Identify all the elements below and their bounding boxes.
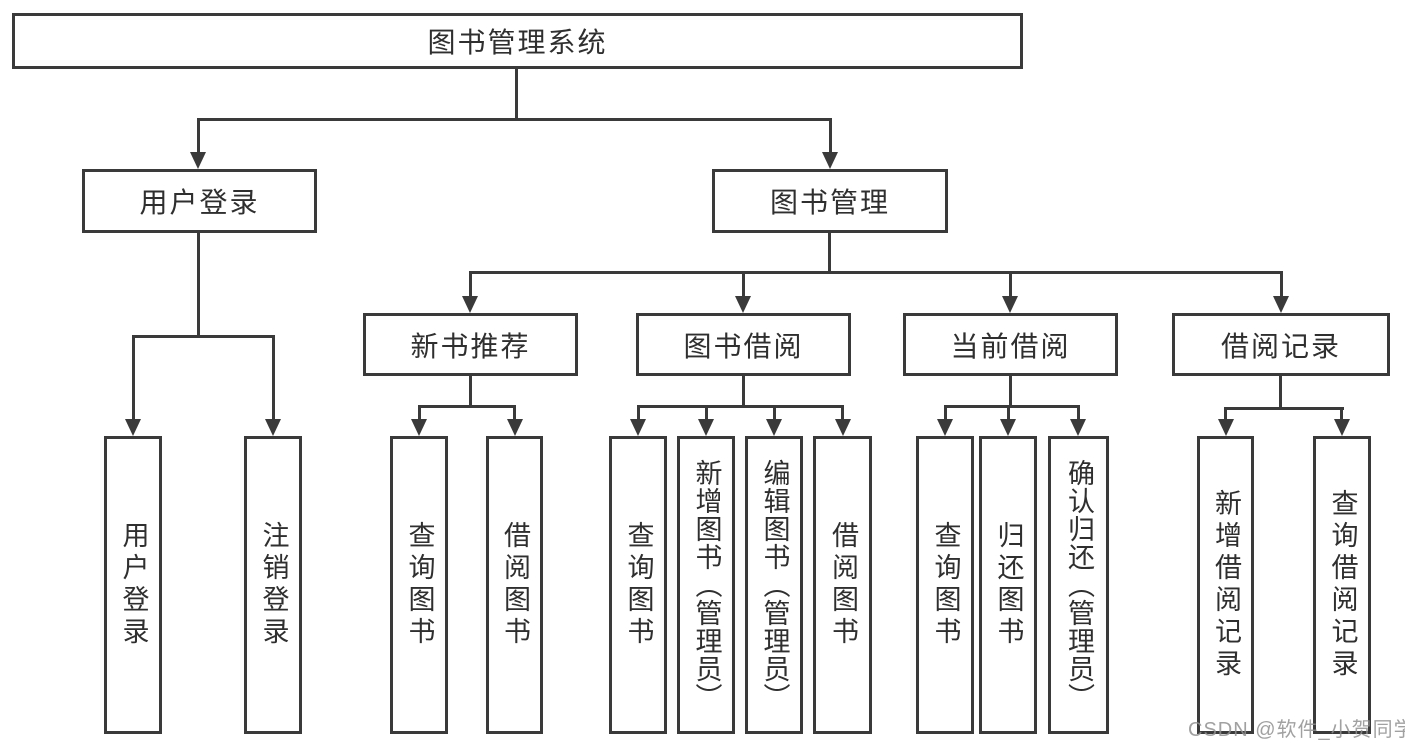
connector-arrow-book-management — [822, 152, 838, 169]
connector-arrow-bb-borrow — [835, 419, 851, 436]
connector-arrow-book-borrow — [735, 296, 751, 313]
node-book-management-label: 图书管理 — [769, 187, 890, 218]
connector-arrow-login — [125, 419, 141, 436]
connector-login-stub — [197, 233, 200, 335]
node-borrow-records-label: 借阅记录 — [1220, 330, 1341, 362]
connector-drop-user-login — [197, 118, 200, 155]
connector-br-rail — [1224, 407, 1344, 410]
connector-bb-stub — [742, 376, 745, 407]
node-book-borrow: 图书借阅 — [636, 313, 851, 376]
leaf-cb-query-book-label: 查询图书 — [930, 521, 961, 649]
leaf-cb-confirm-return-admin-label: 确认归还（管理员） — [1064, 459, 1094, 711]
connector-drop-rec-query — [418, 405, 421, 421]
leaf-cb-confirm-return-admin: 确认归还（管理员） — [1048, 436, 1109, 734]
leaf-br-query-record: 查询借阅记录 — [1313, 436, 1371, 734]
leaf-logout-label: 注销登录 — [258, 521, 289, 649]
connector-drop-cb-query — [944, 405, 947, 421]
node-book-management: 图书管理 — [712, 169, 948, 233]
leaf-bb-borrow-book: 借阅图书 — [813, 436, 872, 734]
node-current-borrow: 当前借阅 — [903, 313, 1118, 376]
leaf-rec-query-book: 查询图书 — [390, 436, 448, 734]
node-current-borrow-label: 当前借阅 — [950, 330, 1071, 362]
leaf-bb-edit-book-admin: 编辑图书（管理员） — [745, 436, 803, 734]
connector-arrow-cb-confirm — [1070, 419, 1086, 436]
node-new-book-recommend-label: 新书推荐 — [410, 330, 531, 362]
connector-drop-bb-add — [705, 405, 708, 421]
connector-drop-book-borrow — [742, 271, 745, 299]
leaf-rec-borrow-book-label: 借阅图书 — [500, 521, 530, 649]
leaf-rec-query-book-label: 查询图书 — [404, 521, 435, 649]
leaf-br-add-record-label: 新增借阅记录 — [1211, 489, 1241, 681]
leaf-bb-add-book-admin: 新增图书（管理员） — [677, 436, 735, 734]
node-library-system: 图书管理系统 — [12, 13, 1023, 69]
connector-arrow-rec-borrow — [507, 419, 523, 436]
connector-drop-bb-borrow — [841, 405, 844, 421]
connector-cb-stub — [1009, 376, 1012, 407]
connector-drop-book-management — [829, 118, 832, 155]
connector-arrow-bb-edit — [766, 419, 782, 436]
connector-root-rail — [197, 118, 832, 121]
connector-drop-login — [132, 335, 135, 421]
leaf-cb-return-book: 归还图书 — [979, 436, 1037, 734]
connector-rec-stub — [469, 375, 472, 407]
leaf-cb-return-book-label: 归还图书 — [993, 521, 1024, 649]
node-borrow-records: 借阅记录 — [1172, 313, 1390, 376]
node-new-book-recommend: 新书推荐 — [363, 313, 578, 376]
leaf-br-add-record: 新增借阅记录 — [1197, 436, 1254, 734]
connector-bb-rail — [637, 405, 843, 408]
node-book-borrow-label: 图书借阅 — [683, 330, 804, 362]
csdn-watermark: CSDN @软件_小贺同学 — [1188, 719, 1405, 741]
connector-drop-bb-edit — [773, 405, 776, 421]
connector-drop-borrow-record — [1280, 271, 1283, 299]
node-user-login-label: 用户登录 — [139, 187, 260, 218]
connector-arrow-borrow-record — [1273, 296, 1289, 313]
connector-arrow-cb-query — [937, 419, 953, 436]
leaf-cb-query-book: 查询图书 — [916, 436, 974, 734]
node-library-system-label: 图书管理系统 — [427, 27, 608, 58]
connector-drop-bb-query — [637, 405, 640, 421]
connector-drop-new-book — [469, 271, 472, 299]
leaf-bb-query-book-label: 查询图书 — [623, 521, 654, 649]
connector-login-rail — [132, 335, 275, 338]
connector-drop-br-query — [1340, 407, 1343, 421]
connector-rec-rail — [418, 405, 516, 408]
connector-drop-current-borrow — [1009, 271, 1012, 299]
connector-drop-br-add — [1224, 407, 1227, 421]
leaf-user-login: 用户登录 — [104, 436, 162, 734]
node-user-login: 用户登录 — [82, 169, 317, 233]
connector-mgmt-stub — [828, 233, 831, 274]
leaf-logout: 注销登录 — [244, 436, 302, 734]
leaf-bb-add-book-admin-label: 新增图书（管理员） — [691, 459, 722, 711]
connector-cb-rail — [944, 405, 1078, 408]
leaf-user-login-label: 用户登录 — [118, 521, 149, 649]
connector-arrow-br-add — [1218, 419, 1234, 436]
connector-arrow-cb-return — [1000, 419, 1016, 436]
connector-arrow-rec-query — [411, 419, 427, 436]
connector-arrow-logout — [265, 419, 281, 436]
connector-drop-logout — [272, 335, 275, 421]
connector-drop-cb-return — [1007, 405, 1010, 421]
leaf-bb-edit-book-admin-label: 编辑图书（管理员） — [759, 459, 790, 711]
connector-arrow-bb-add — [698, 419, 714, 436]
connector-arrow-bb-query — [630, 419, 646, 436]
connector-root-stub — [515, 69, 518, 118]
connector-drop-rec-borrow — [513, 405, 516, 421]
connector-arrow-br-query — [1334, 419, 1350, 436]
connector-br-stub — [1279, 376, 1282, 409]
leaf-br-query-record-label: 查询借阅记录 — [1327, 489, 1358, 681]
connector-arrow-user-login — [190, 152, 206, 169]
leaf-bb-query-book: 查询图书 — [609, 436, 667, 734]
leaf-rec-borrow-book: 借阅图书 — [486, 436, 543, 734]
connector-drop-cb-confirm — [1077, 405, 1080, 421]
connector-arrow-new-book — [462, 296, 478, 313]
leaf-bb-borrow-book-label: 借阅图书 — [828, 521, 858, 649]
connector-mgmt-rail — [469, 271, 1283, 274]
connector-arrow-current-borrow — [1002, 296, 1018, 313]
